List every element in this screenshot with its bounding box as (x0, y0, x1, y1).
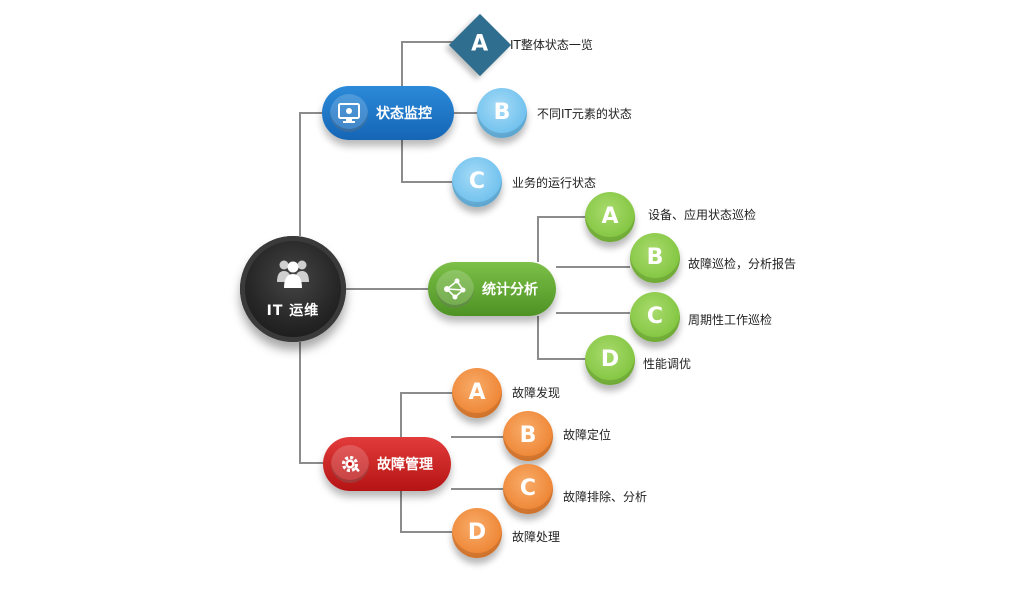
branch-label: 状态监控 (376, 106, 432, 122)
leaf-label: 故障定位 (563, 428, 612, 442)
gear-wrench-icon (331, 445, 369, 483)
network-analysis-icon (436, 270, 474, 308)
monitor-icon (330, 94, 368, 132)
branch-status-monitoring: 状态监控 (322, 86, 454, 140)
leaf-bubble-d: D (585, 335, 635, 385)
leaf-label: IT整体状态一览 (510, 38, 593, 52)
leaf-bubble-b: B (503, 411, 553, 461)
center-label: IT 运维 (266, 303, 320, 319)
leaf-label: 性能调优 (643, 357, 692, 371)
leaf-bubble-c: C (630, 292, 680, 342)
branch-label: 统计分析 (482, 282, 538, 298)
leaf-label: 业务的运行状态 (512, 176, 597, 190)
leaf-label: 故障处理 (512, 530, 561, 544)
leaf-bubble-a: A (452, 368, 502, 418)
leaf-bubble-b: B (477, 88, 527, 138)
branch-statistical-analysis: 统计分析 (428, 262, 556, 316)
people-group-icon (274, 256, 312, 290)
center-node: IT 运维 (240, 236, 346, 342)
leaf-label: 故障排除、分析 (563, 490, 648, 504)
branch-label: 故障管理 (377, 457, 433, 473)
leaf-label: 设备、应用状态巡检 (648, 208, 757, 222)
leaf-bubble-a: A (585, 192, 635, 242)
leaf-label: 周期性工作巡检 (688, 313, 773, 327)
leaf-bubble-b: B (630, 233, 680, 283)
branch-fault-management: 故障管理 (323, 437, 451, 491)
leaf-label: 不同IT元素的状态 (537, 107, 632, 121)
leaf-label: 故障发现 (512, 386, 561, 400)
leaf-label: 故障巡检，分析报告 (688, 257, 797, 271)
leaf-bubble-c: C (503, 464, 553, 514)
leaf-bubble-c: C (452, 157, 502, 207)
leaf-bubble-d: D (452, 508, 502, 558)
